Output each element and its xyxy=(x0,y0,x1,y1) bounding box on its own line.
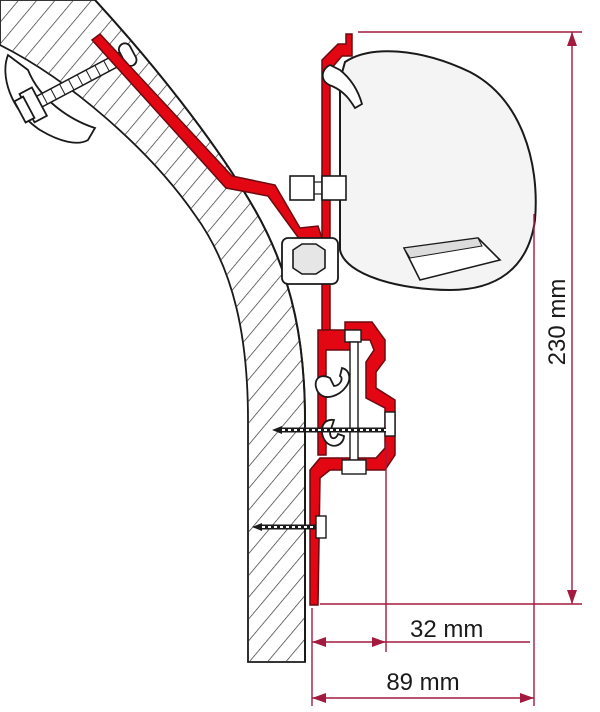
wall-screw-upper xyxy=(272,426,386,434)
dimension-offset-large: 89 mm xyxy=(311,214,535,706)
offset-small-dimension-label: 32 mm xyxy=(410,616,483,643)
offset-large-dimension-label: 89 mm xyxy=(386,669,459,696)
channel-bolt xyxy=(341,329,396,475)
rail-hook-profile xyxy=(314,366,351,447)
dimension-offset-small: 32 mm xyxy=(312,442,530,652)
dimension-height: 230 mm xyxy=(320,31,582,605)
wall-screw-lower xyxy=(252,515,327,539)
awning-housing xyxy=(321,50,537,292)
through-bolt xyxy=(13,42,138,124)
height-dimension-label: 230 mm xyxy=(544,279,571,366)
hex-clamp-nut xyxy=(281,237,339,285)
plate-bolt-upper xyxy=(289,175,347,201)
